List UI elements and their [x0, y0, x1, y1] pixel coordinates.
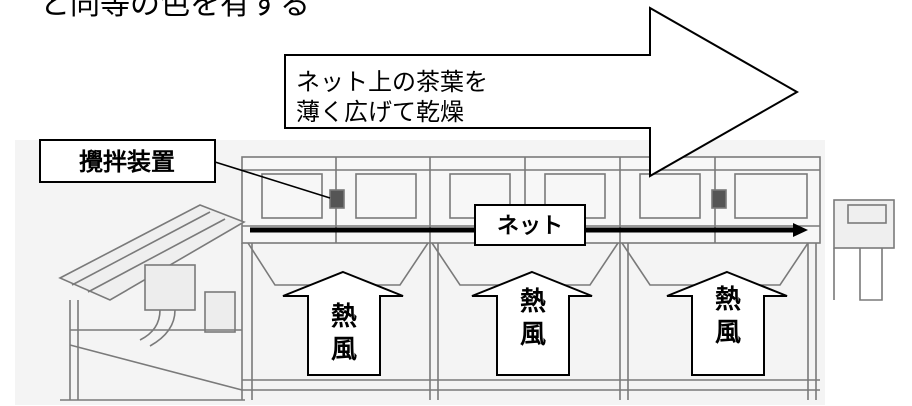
process-note-line2: 薄く広げて乾燥	[296, 98, 464, 126]
hot-air-arrow-3: 熱 風	[666, 270, 788, 376]
process-note-arrow	[284, 6, 800, 178]
net-belt-arrowhead	[793, 223, 808, 237]
hot-air-2-char1: 熱	[520, 287, 546, 317]
net-label: ネット	[497, 214, 563, 239]
net-label-box	[474, 204, 586, 246]
stirrer-label-box	[39, 139, 216, 183]
hot-air-2-char2: 風	[520, 320, 546, 350]
stirrer-leader-line	[214, 161, 331, 199]
hot-air-arrow-2: 熱 風	[471, 270, 593, 376]
hot-air-3-char2: 風	[715, 318, 741, 348]
stirrer-label: 攪拌装置	[79, 148, 175, 176]
hot-air-1-char2: 風	[331, 335, 357, 365]
process-note-line1: ネット上の茶葉を	[296, 68, 488, 96]
header-partial-text: と同等の色を有する	[40, 0, 310, 22]
hot-air-1-char1: 熱	[331, 302, 357, 332]
hot-air-arrow-1: 熱 風	[282, 270, 404, 376]
hot-air-3-char1: 熱	[715, 285, 741, 315]
